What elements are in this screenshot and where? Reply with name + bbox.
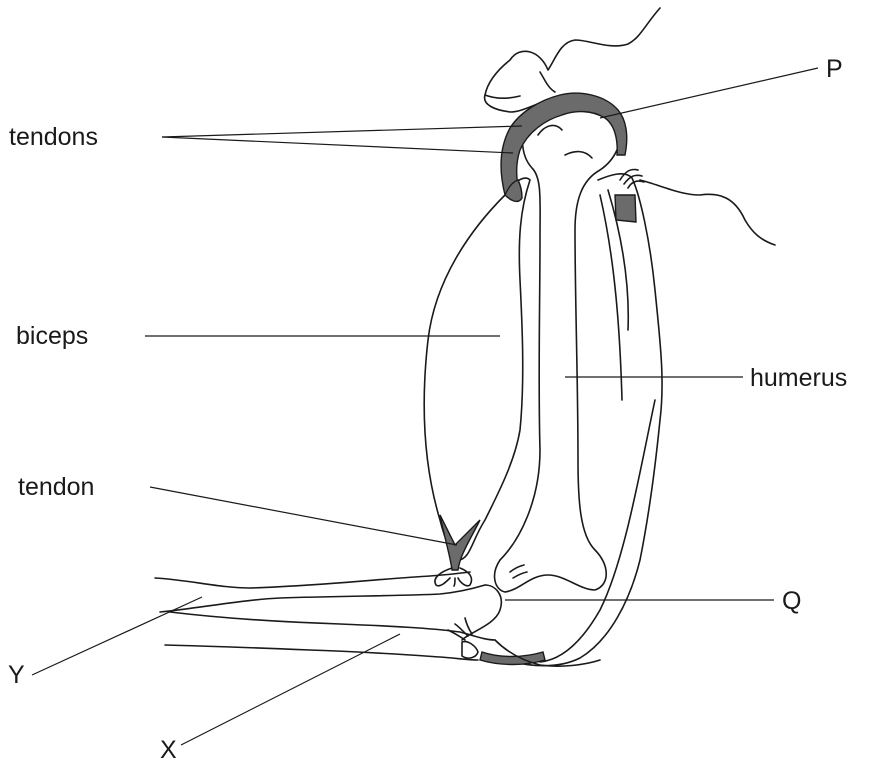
label-humerus: humerus bbox=[750, 364, 847, 392]
leader-tendons-lower bbox=[162, 137, 513, 153]
leader-x bbox=[181, 634, 400, 745]
leader-tendons-upper bbox=[162, 126, 522, 137]
label-x: X bbox=[160, 736, 177, 764]
forearm-bones bbox=[155, 572, 600, 666]
label-tendons: tendons bbox=[9, 123, 98, 151]
label-tendon: tendon bbox=[18, 473, 94, 501]
leader-y bbox=[32, 597, 202, 675]
label-p: P bbox=[826, 55, 843, 83]
label-y: Y bbox=[8, 661, 25, 689]
leader-p bbox=[600, 68, 818, 118]
leader-tendon bbox=[150, 487, 457, 545]
label-biceps: biceps bbox=[16, 322, 88, 350]
label-q: Q bbox=[782, 587, 801, 615]
